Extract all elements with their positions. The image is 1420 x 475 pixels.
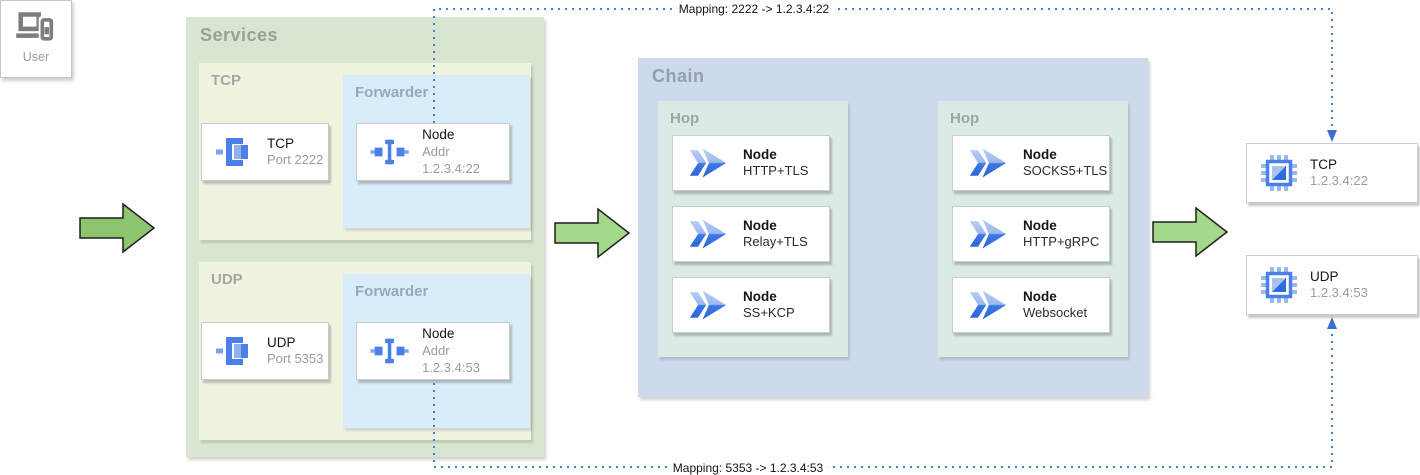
- fast-forward-icon: [688, 146, 728, 180]
- chain-node-card: Node Relay+TLS: [672, 206, 830, 262]
- tcp-forwarder-box: Forwarder Node Addr 1.2.3.4:22: [343, 75, 530, 228]
- node-title: Node: [743, 146, 777, 162]
- node-subtitle: Addr 1.2.3.4:22: [422, 143, 480, 176]
- node-title: Node: [743, 217, 777, 233]
- services-title: Services: [200, 25, 279, 45]
- laptop-phone-icon: [13, 10, 59, 46]
- forwarder-label: Forwarder: [355, 84, 429, 101]
- node-title: Node: [422, 127, 455, 143]
- coupler-icon: [370, 138, 409, 166]
- node-subtitle: HTTP+gRPC: [1023, 234, 1100, 250]
- udp-forwarder-node-card: Node Addr 1.2.3.4:53: [356, 322, 510, 380]
- udp-forwarder-box: Forwarder Node Addr 1.2.3.4:53: [343, 274, 530, 428]
- arrow-chain-to-targets: [1152, 206, 1229, 258]
- node-title: Node: [1023, 146, 1057, 162]
- chain-node-card: Node Websocket: [952, 277, 1110, 333]
- node-title: Node: [1023, 217, 1057, 233]
- service-title: TCP: [267, 135, 294, 151]
- udp-section-label: UDP: [211, 271, 243, 288]
- target-title: TCP: [1310, 156, 1337, 172]
- services-box: Services TCP TCP Port 2222 Forwarder Nod…: [186, 17, 544, 457]
- hop-1-box: Hop Node HTTP+TLS Node Relay+TLS Node: [658, 101, 848, 357]
- node-subtitle: Websocket: [1023, 305, 1088, 321]
- user-card: User: [0, 0, 72, 78]
- chain-node-card: Node SS+KCP: [672, 277, 830, 333]
- tcp-section-label: TCP: [211, 72, 241, 89]
- service-title: UDP: [267, 334, 296, 350]
- chain-title: Chain: [652, 66, 705, 86]
- fast-forward-icon: [688, 288, 728, 322]
- mapping-label-bottom: Mapping: 5353 -> 1.2.3.4:53: [667, 460, 829, 475]
- node-subtitle: HTTP+TLS: [743, 163, 809, 179]
- chip-icon: [1261, 155, 1297, 191]
- fast-forward-icon: [968, 288, 1008, 322]
- chain-box: Chain Hop Node HTTP+TLS Node Relay+TLS: [638, 58, 1148, 397]
- node-title: Node: [743, 288, 777, 304]
- chain-node-card: Node HTTP+gRPC: [952, 206, 1110, 262]
- udp-service-section: UDP UDP Port 5353 Forwarder Node Addr 1.…: [199, 262, 531, 440]
- tcp-forwarder-node-card: Node Addr 1.2.3.4:22: [356, 123, 510, 181]
- service-subtitle: Port 2222: [267, 152, 324, 168]
- mapping-label-top: Mapping: 2222 -> 1.2.3.4:22: [673, 1, 835, 17]
- tcp-service-card: TCP Port 2222: [201, 123, 329, 181]
- port-icon: [216, 336, 254, 366]
- user-label: User: [22, 50, 50, 64]
- hop-label: Hop: [670, 110, 700, 127]
- chip-icon: [1261, 267, 1297, 303]
- fast-forward-icon: [968, 217, 1008, 251]
- target-card-udp: UDP 1.2.3.4:53: [1246, 255, 1418, 315]
- node-title: Node: [1023, 288, 1057, 304]
- target-subtitle: 1.2.3.4:22: [1310, 173, 1368, 189]
- service-subtitle: Port 5353: [267, 351, 324, 367]
- fast-forward-icon: [968, 146, 1008, 180]
- node-subtitle: SOCKS5+TLS: [1023, 163, 1108, 179]
- node-subtitle: Addr 1.2.3.4:53: [422, 342, 480, 375]
- chain-node-card: Node HTTP+TLS: [672, 135, 830, 191]
- udp-service-card: UDP Port 5353: [201, 322, 329, 380]
- node-title: Node: [422, 326, 455, 342]
- target-card-tcp: TCP 1.2.3.4:22: [1246, 143, 1418, 203]
- arrow-user-to-services: [79, 202, 156, 254]
- coupler-icon: [370, 337, 409, 365]
- arrowhead-up-icon: [1327, 317, 1337, 329]
- hop-label: Hop: [950, 110, 980, 127]
- fast-forward-icon: [688, 217, 728, 251]
- target-subtitle: 1.2.3.4:53: [1310, 285, 1368, 301]
- node-subtitle: SS+KCP: [743, 305, 795, 321]
- node-subtitle: Relay+TLS: [743, 234, 808, 250]
- arrow-services-to-chain: [554, 207, 631, 259]
- hop-2-box: Hop Node SOCKS5+TLS Node HTTP+gRPC Node: [938, 101, 1128, 357]
- chain-node-card: Node SOCKS5+TLS: [952, 135, 1110, 191]
- target-title: UDP: [1310, 268, 1339, 284]
- port-icon: [216, 137, 254, 167]
- arrowhead-down-icon: [1327, 130, 1337, 142]
- forwarder-label: Forwarder: [355, 283, 429, 300]
- tcp-service-section: TCP TCP Port 2222 Forwarder Node Addr 1.…: [199, 63, 531, 240]
